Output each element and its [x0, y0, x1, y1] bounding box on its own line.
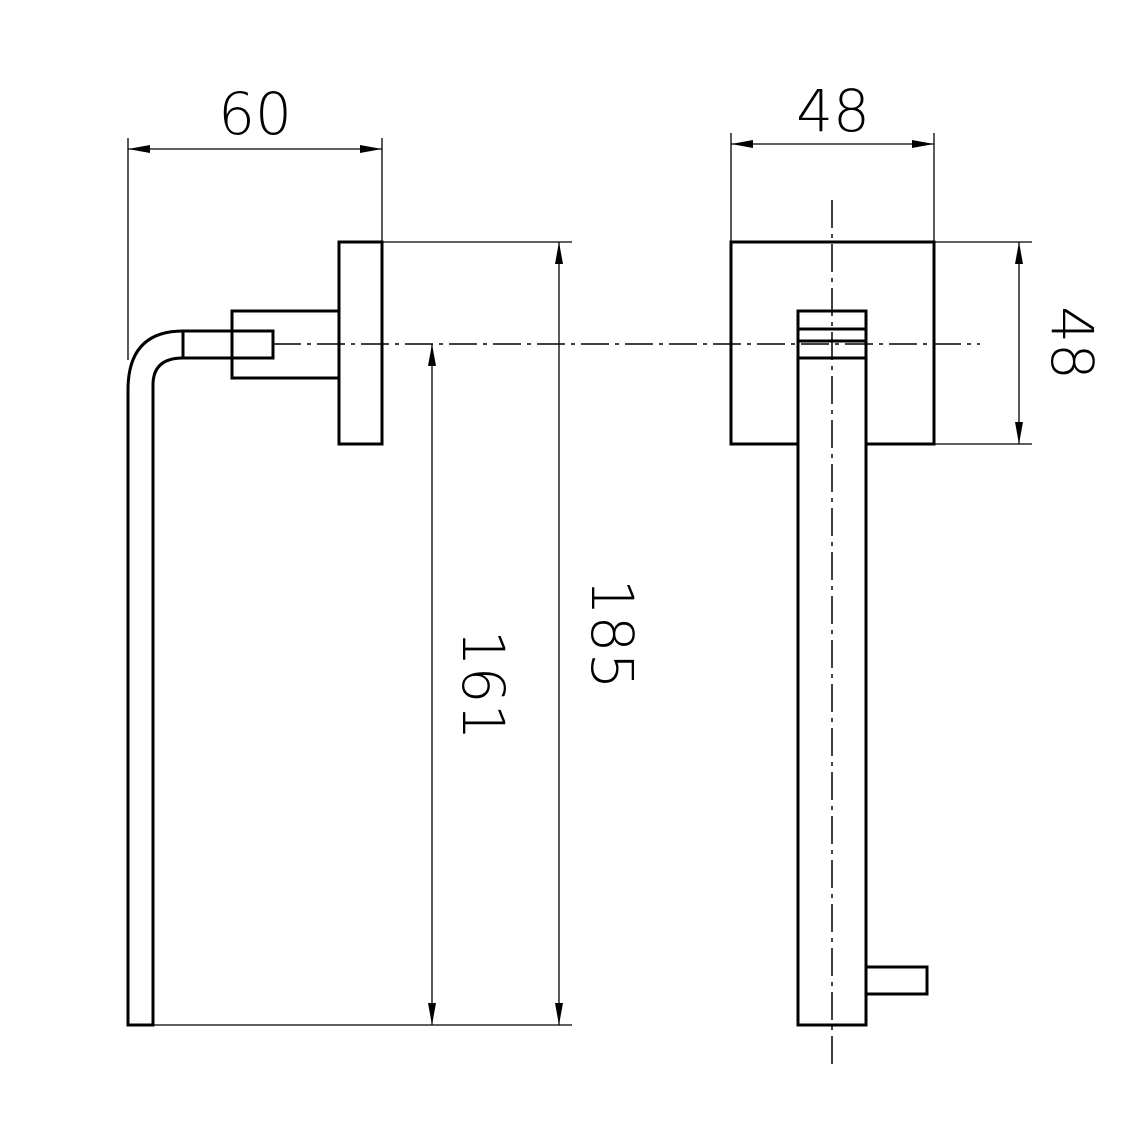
- dimension-label: 48: [796, 77, 870, 145]
- side-rod-end: [181, 329, 275, 360]
- arrow-head: [128, 145, 150, 153]
- dimension-side-width: 60: [127, 80, 383, 360]
- arrow-head: [360, 145, 382, 153]
- side-bent-rod: [126, 329, 184, 1027]
- arrow-head: [731, 140, 753, 148]
- side-wall-plate: [337, 240, 384, 446]
- dimension-label: 161: [449, 630, 517, 741]
- arrow-head: [912, 140, 934, 148]
- arrow-head: [555, 242, 563, 264]
- arrow-head: [1015, 422, 1023, 444]
- dimension-label: 60: [218, 80, 292, 148]
- arrow-head: [428, 1003, 436, 1025]
- dimension-front-height: 48: [934, 241, 1106, 445]
- side-view: [126, 240, 384, 1027]
- dimension-bar-height: 161: [153, 344, 572, 1026]
- dimension-front-width: 48: [730, 77, 935, 242]
- arrow-head: [555, 1003, 563, 1025]
- front-foot-stub: [864, 965, 929, 996]
- arrow-head: [1015, 242, 1023, 264]
- arrow-head: [428, 344, 436, 366]
- dimension-overall-height: 185: [382, 241, 646, 1025]
- dimension-label: 185: [578, 579, 646, 690]
- dimension-label: 48: [1038, 306, 1106, 380]
